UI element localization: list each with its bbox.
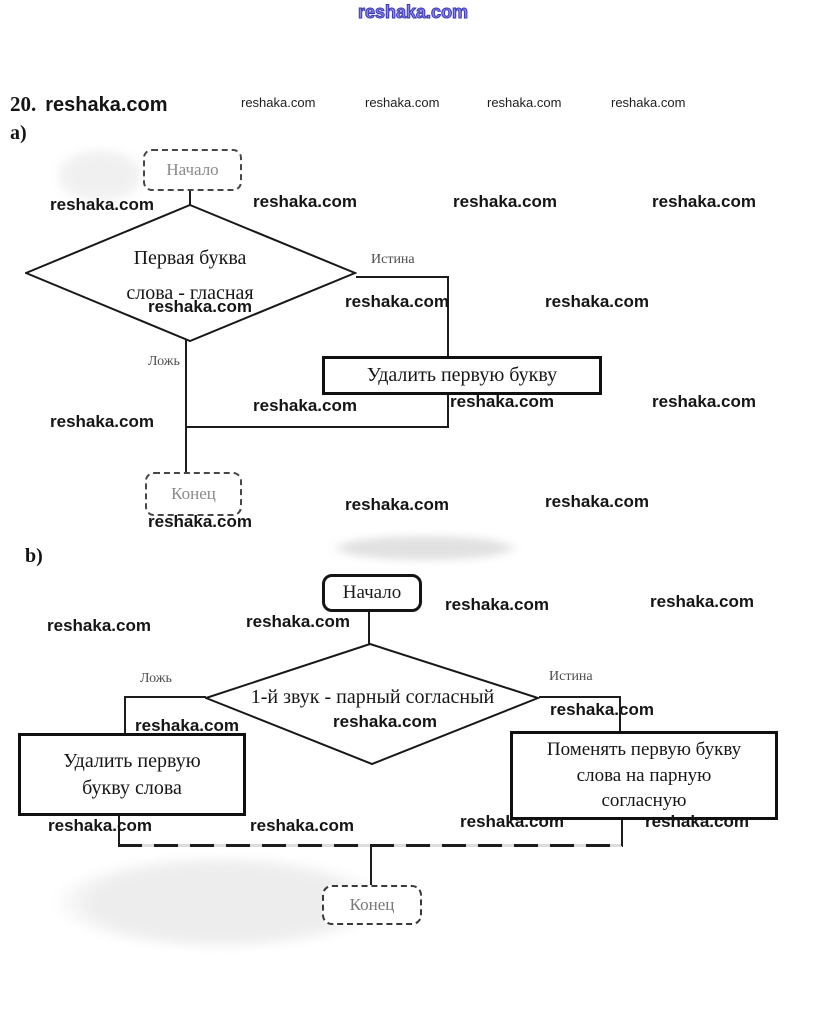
connector-line xyxy=(621,817,623,846)
process-line2: слова на парную xyxy=(576,764,712,786)
site-watermark: reshaka.com xyxy=(345,292,449,311)
site-watermark: reshaka.com xyxy=(148,512,252,531)
site-watermark: reshaka.com xyxy=(460,812,564,831)
scan-smudge xyxy=(55,148,145,203)
exercise-number: 20. xyxy=(10,92,37,116)
site-watermark: reshaka.com xyxy=(345,495,449,514)
site-watermark: reshaka.com xyxy=(148,297,252,316)
site-watermark: reshaka.com xyxy=(241,95,316,110)
end-label: Конец xyxy=(349,895,395,914)
connector-line xyxy=(356,276,449,278)
site-watermark: reshaka.com xyxy=(545,492,649,511)
flowchart-b-start-node: Начало xyxy=(322,574,422,612)
connector-line xyxy=(124,696,206,698)
process-label: Удалить первую букву xyxy=(366,364,558,386)
decision-diamond xyxy=(25,204,357,342)
site-watermark: reshaka.com xyxy=(50,412,154,431)
process-line3: согласную xyxy=(601,790,687,812)
connector-line xyxy=(447,276,449,357)
site-watermark: reshaka.com xyxy=(253,396,357,415)
section-a-label: а) xyxy=(10,122,27,144)
flowchart-b-true-process-node: Поменять первую букву слова на парную со… xyxy=(510,731,778,820)
connector-line xyxy=(124,696,126,733)
site-watermark: reshaka.com xyxy=(48,816,152,835)
end-label: Конец xyxy=(171,484,216,503)
site-watermark: reshaka.com xyxy=(487,95,562,110)
site-watermark: reshaka.com xyxy=(365,95,440,110)
flowchart-b-false-process-node: Удалить первую букву слова xyxy=(18,733,246,816)
branch-true-label: Истина xyxy=(371,252,415,267)
flowchart-a-end-node: Конец xyxy=(145,472,242,516)
flowchart-b-end-node: Конец xyxy=(322,885,422,925)
site-watermark: reshaka.com xyxy=(357,2,469,23)
connector-line xyxy=(118,844,623,847)
process-line1: Поменять первую букву xyxy=(546,739,742,761)
site-watermark: reshaka.com xyxy=(611,95,686,110)
site-watermark: reshaka.com xyxy=(250,816,354,835)
connector-line xyxy=(185,340,187,472)
decision-diamond xyxy=(205,643,540,766)
decision-text-line2: слова - гласная xyxy=(126,282,254,304)
site-watermark: reshaka.com xyxy=(45,94,168,116)
site-watermark: reshaka.com xyxy=(333,712,437,731)
section-b-label: b) xyxy=(25,545,43,567)
site-watermark: reshaka.com xyxy=(450,392,554,411)
connector-line xyxy=(539,696,621,698)
site-watermark: reshaka.com xyxy=(47,616,151,635)
connector-line xyxy=(189,187,191,206)
flowchart-a-start-node: Начало xyxy=(143,149,242,191)
branch-true-label: Истина xyxy=(549,669,593,684)
site-watermark: reshaka.com xyxy=(652,192,756,211)
site-watermark: reshaka.com xyxy=(50,195,154,214)
branch-false-label: Ложь xyxy=(140,671,172,686)
branch-false-label: Ложь xyxy=(148,354,180,369)
start-label: Начало xyxy=(342,582,402,603)
site-watermark: reshaka.com xyxy=(253,192,357,211)
exercise-heading: 20. reshaka.com xyxy=(10,92,168,117)
site-watermark: reshaka.com xyxy=(246,612,350,631)
site-watermark: reshaka.com xyxy=(652,392,756,411)
flowchart-a-process-node: Удалить первую букву xyxy=(322,356,602,395)
site-watermark: reshaka.com xyxy=(545,292,649,311)
scan-smudge xyxy=(330,535,520,561)
site-watermark: reshaka.com xyxy=(135,716,239,735)
site-watermark: reshaka.com xyxy=(550,700,654,719)
connector-line xyxy=(118,813,120,846)
site-watermark: reshaka.com xyxy=(650,592,754,611)
connector-line xyxy=(186,426,449,428)
decision-text: 1-й звук - парный согласный xyxy=(250,686,495,708)
decision-text-line1: Первая буква xyxy=(133,247,247,269)
connector-line xyxy=(619,696,621,732)
connector-line xyxy=(447,392,449,428)
connector-line xyxy=(370,846,372,885)
connector-line xyxy=(368,609,370,644)
start-label: Начало xyxy=(166,160,219,179)
site-watermark: reshaka.com xyxy=(453,192,557,211)
process-line2: букву слова xyxy=(82,776,182,799)
site-watermark: reshaka.com xyxy=(445,595,549,614)
process-line1: Удалить первую xyxy=(63,749,201,772)
site-watermark: reshaka.com xyxy=(645,812,749,831)
